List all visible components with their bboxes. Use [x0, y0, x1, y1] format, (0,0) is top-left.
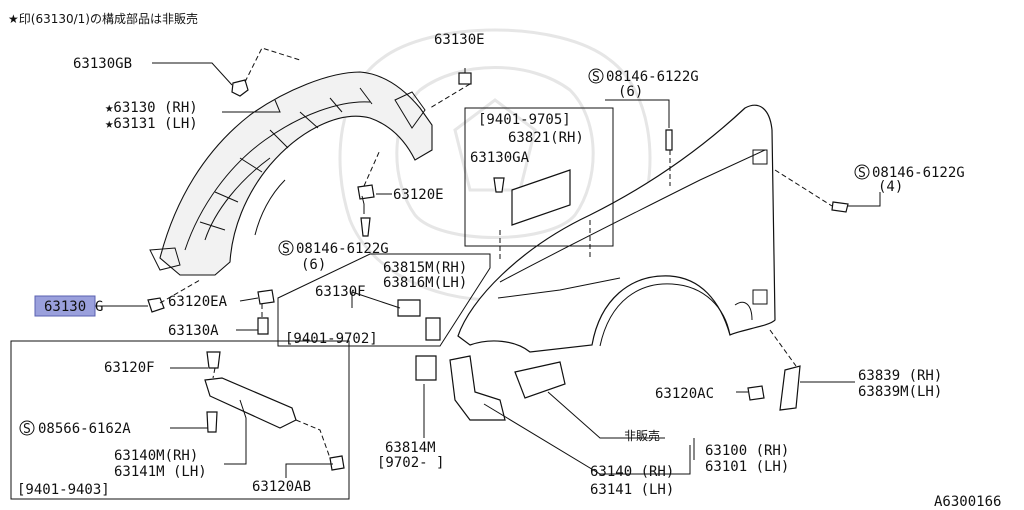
screw-top [665, 129, 673, 151]
label-63120e: 63120E [393, 187, 444, 203]
label-63130e: 63130E [434, 32, 485, 48]
clip-63130f [397, 299, 421, 317]
box-9401-9705 [464, 107, 614, 247]
wheel-house-liner [149, 71, 433, 276]
label-63815m: 63815M(RH) [383, 260, 467, 276]
label-08566-6162a: 08566-6162A [38, 421, 131, 437]
label-range-9401-9705: [9401-9705] [478, 112, 571, 128]
dashed-guides [159, 47, 833, 459]
label-63130f: 63130F [315, 284, 366, 300]
s-circles [19, 68, 870, 436]
label-63131-lh: ★63131 (LH) [105, 116, 198, 132]
diagram-id: A6300166 [934, 494, 1001, 510]
seal-63814m [415, 355, 437, 381]
label-63140-rh: 63140 (RH) [590, 464, 674, 480]
highlight-63130g [34, 295, 96, 317]
label-08146-6122g-right: 08146-6122G [872, 165, 965, 181]
label-63130-rh: ★63130 (RH) [105, 100, 198, 116]
box-9401-9403 [10, 340, 350, 500]
leader-lines [95, 62, 881, 478]
clip-63120ac [747, 385, 765, 401]
box-9401-9702 [277, 253, 491, 347]
clip-63120e [357, 184, 375, 200]
label-63120ac: 63120AC [655, 386, 714, 402]
label-08146-6122g-top: 08146-6122G [606, 69, 699, 85]
label-range-9401-9403: [9401-9403] [17, 482, 110, 498]
bracket-63815m [425, 317, 441, 341]
seal-63821 [511, 169, 571, 226]
label-63120ea: 63120EA [168, 294, 228, 310]
label-63130a: 63130A [168, 323, 219, 339]
label-63100-rh: 63100 (RH) [705, 443, 789, 459]
label-63130-highlight: 63130 [44, 299, 86, 315]
label-63839m-lh: 63839M(LH) [858, 384, 942, 400]
s-symbol-1: S [282, 242, 290, 257]
clip-63120ea [257, 289, 275, 305]
protector-63140 [449, 355, 506, 421]
label-qty-right: (4) [878, 179, 903, 195]
label-qty-left: (6) [301, 257, 326, 273]
label-63130ga: 63130GA [470, 150, 530, 166]
note-not-for-sale: ★印(63130/1)の構成部品は非販売 [8, 11, 198, 26]
protector-63100 [514, 361, 566, 399]
label-63141m: 63141M (LH) [114, 464, 207, 480]
clip-63130g [147, 297, 165, 313]
label-63821-rh: 63821(RH) [508, 130, 584, 146]
screw-left [360, 217, 371, 237]
label-63141-lh: 63141 (LH) [590, 482, 674, 498]
label-08146-6122g-left: 08146-6122G [296, 241, 389, 257]
label-not-for-sale: 非販売 [624, 428, 660, 443]
stay-parts [204, 351, 345, 471]
label-63120ab: 63120AB [252, 479, 311, 495]
label-63101-lh: 63101 (LH) [705, 459, 789, 475]
label-63816m: 63816M(LH) [383, 275, 467, 291]
label-63140m: 63140M(RH) [114, 448, 198, 464]
screw-right [831, 201, 849, 213]
front-fender [457, 104, 776, 353]
clip-63130ga [493, 177, 505, 193]
label-qty-top: (6) [618, 84, 643, 100]
s-symbol-2: S [592, 70, 600, 85]
label-63130gb: 63130GB [73, 56, 132, 72]
label-63120f: 63120F [104, 360, 155, 376]
label-63814m: 63814M [385, 440, 436, 456]
clip-63130a [257, 317, 269, 335]
label-63130g-suffix: G [95, 299, 103, 315]
s-symbol-3: S [858, 166, 866, 181]
clip-63130gb [231, 79, 249, 97]
clip-63130e [458, 72, 472, 85]
small-parts [147, 72, 849, 421]
label-range-9702: [9702- ] [377, 455, 444, 471]
label-range-9401-9702: [9401-9702] [285, 331, 378, 347]
mud-guard-63839 [779, 365, 801, 411]
s-symbol-4: S [23, 422, 31, 437]
label-63839-rh: 63839 (RH) [858, 368, 942, 384]
